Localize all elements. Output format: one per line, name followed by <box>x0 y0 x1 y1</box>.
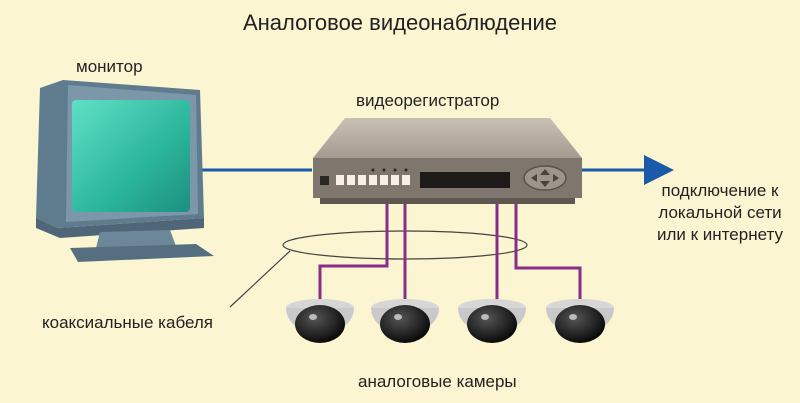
dvr-icon <box>313 118 582 204</box>
monitor-icon <box>36 80 214 262</box>
analog-cameras-label: аналоговые камеры <box>358 372 517 391</box>
camera-2 <box>371 299 439 343</box>
cable-4 <box>514 200 582 300</box>
monitor-label: монитор <box>76 57 143 76</box>
cable-pointer-line <box>229 250 291 308</box>
monitor-screen <box>72 100 190 212</box>
camera-4 <box>546 299 614 343</box>
dvr-control-dial <box>523 165 567 191</box>
network-connection-label: подключение к локальной сети или к интер… <box>657 181 783 244</box>
coaxial-cables-label: коаксиальные кабеля <box>42 313 214 332</box>
cable-1 <box>318 200 389 300</box>
camera-3 <box>458 299 526 343</box>
camera-1 <box>286 299 354 343</box>
diagram-title: Аналоговое видеонаблюдение <box>242 10 558 35</box>
dvr-display <box>420 172 510 188</box>
coaxial-cables <box>318 200 582 300</box>
dvr-label: видеорегистратор <box>356 91 500 110</box>
dvr-buttons <box>336 175 410 185</box>
